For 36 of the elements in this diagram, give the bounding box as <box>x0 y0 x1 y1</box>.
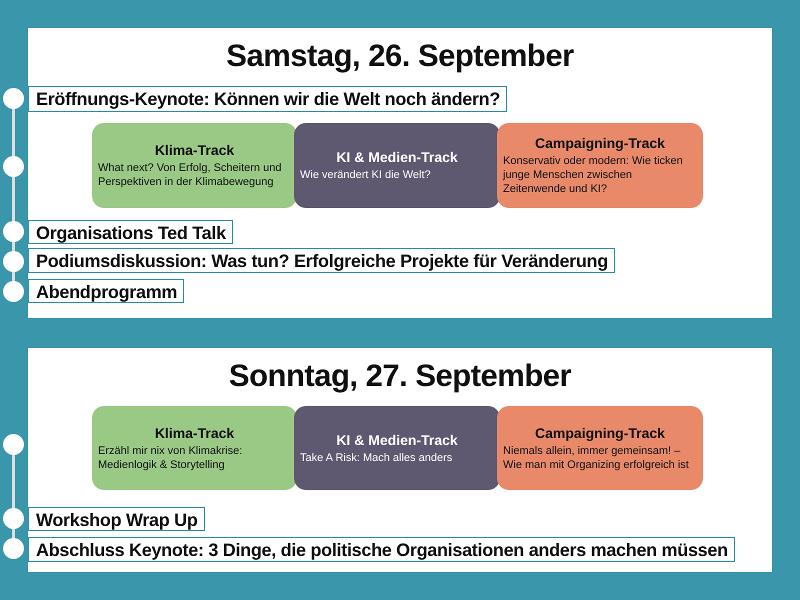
track-title: Klima-Track <box>154 142 236 158</box>
timeline-connector <box>12 177 15 221</box>
timeline-dot <box>3 434 24 455</box>
timeline-dot <box>3 538 24 559</box>
day-heading: Samstag, 26. September <box>225 38 575 74</box>
timeline-dot <box>3 156 24 177</box>
day-heading: Sonntag, 27. September <box>228 358 572 394</box>
session-label: Workshop Wrap Up <box>28 507 205 531</box>
timeline-connector <box>12 272 15 281</box>
timeline-connector <box>12 455 15 508</box>
timeline-dot <box>3 221 24 242</box>
timeline-dot <box>3 281 24 302</box>
timeline-dot <box>3 88 24 109</box>
track-description: Konservativ oder modern: Wie ticken junge Menschen zwischen Zeitenwende und KI? <box>503 154 684 196</box>
session-label: Podiumsdiskussion: Was tun? Erfolgreiche Projekte für Veränderung <box>28 248 615 273</box>
day-panel <box>28 28 772 318</box>
track-description: Erzähl mir nix von Klimakrise: Medienlogik & Storytelling <box>98 444 244 472</box>
track-title: KI & Medien-Track <box>335 149 459 165</box>
track-title: Klima-Track <box>154 424 236 440</box>
track-title: Campaigning-Track <box>534 135 666 151</box>
track-description: Wie verändert KI die Welt? <box>300 168 432 182</box>
track-description: Take A Risk: Mach alles anders <box>300 450 454 464</box>
track-title: Campaigning-Track <box>534 424 666 440</box>
session-label: Eröffnungs-Keynote: Können wir die Welt noch ändern? <box>28 86 508 112</box>
timeline-connector <box>12 529 15 538</box>
timeline-connector <box>12 109 15 156</box>
timeline-dot <box>3 251 24 272</box>
track-description: Niemals allein, immer gemeinsam! – Wie man mit Organizing erfolgreich ist <box>503 444 690 472</box>
session-label: Abschluss Keynote: 3 Dinge, die politische Organisationen anders machen müssen <box>28 537 735 562</box>
session-label: Organisations Ted Talk <box>28 220 233 244</box>
timeline-dot <box>3 508 24 529</box>
track-title: KI & Medien-Track <box>335 432 459 448</box>
track-description: What next? Von Erfolg, Scheitern und Perspektiven in der Klimabewegung <box>98 161 282 189</box>
session-label: Abendprogramm <box>28 279 184 303</box>
day-panel <box>28 348 772 572</box>
timeline-connector <box>12 242 15 251</box>
